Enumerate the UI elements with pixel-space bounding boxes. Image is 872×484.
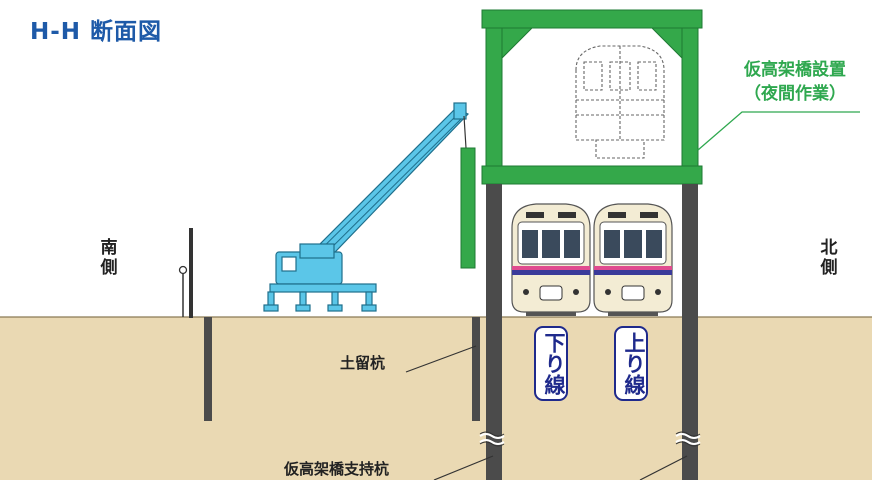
retaining-pile-right xyxy=(472,317,480,421)
north-side-label: 北側 xyxy=(820,238,838,278)
suspended-beam xyxy=(460,147,476,269)
support-pile-left xyxy=(486,184,502,480)
train-outline-dashed xyxy=(575,45,665,159)
soil xyxy=(0,317,872,480)
temporary-viaduct-frame xyxy=(481,9,703,185)
train-down xyxy=(511,203,591,316)
temp-bridge-label-line1: 仮高架橋設置 xyxy=(744,60,846,80)
temp-bridge-leader xyxy=(697,111,860,151)
support-pile-right xyxy=(682,184,698,480)
track-up-label: 上り線 xyxy=(614,326,648,401)
temp-bridge-label-line2: （夜間作業） xyxy=(744,84,846,104)
track-down-label: 下り線 xyxy=(534,326,568,401)
retaining-pile-leader xyxy=(405,345,477,373)
support-pile-leader xyxy=(433,455,494,481)
retaining-pile-label: 土留杭 xyxy=(340,354,386,372)
crawler-crane xyxy=(263,102,469,312)
temp-bridge-label: 仮高架橋設置 （夜間作業） xyxy=(744,58,846,106)
page-title: H-H 断面図 xyxy=(30,19,163,45)
support-pile-leader-2 xyxy=(639,455,688,481)
retaining-pile-left xyxy=(204,317,212,421)
train-up xyxy=(593,203,673,316)
support-pile-label: 仮高架橋支持杭 xyxy=(284,460,390,478)
south-side-label: 南側 xyxy=(100,238,118,278)
fence-post xyxy=(178,228,193,318)
